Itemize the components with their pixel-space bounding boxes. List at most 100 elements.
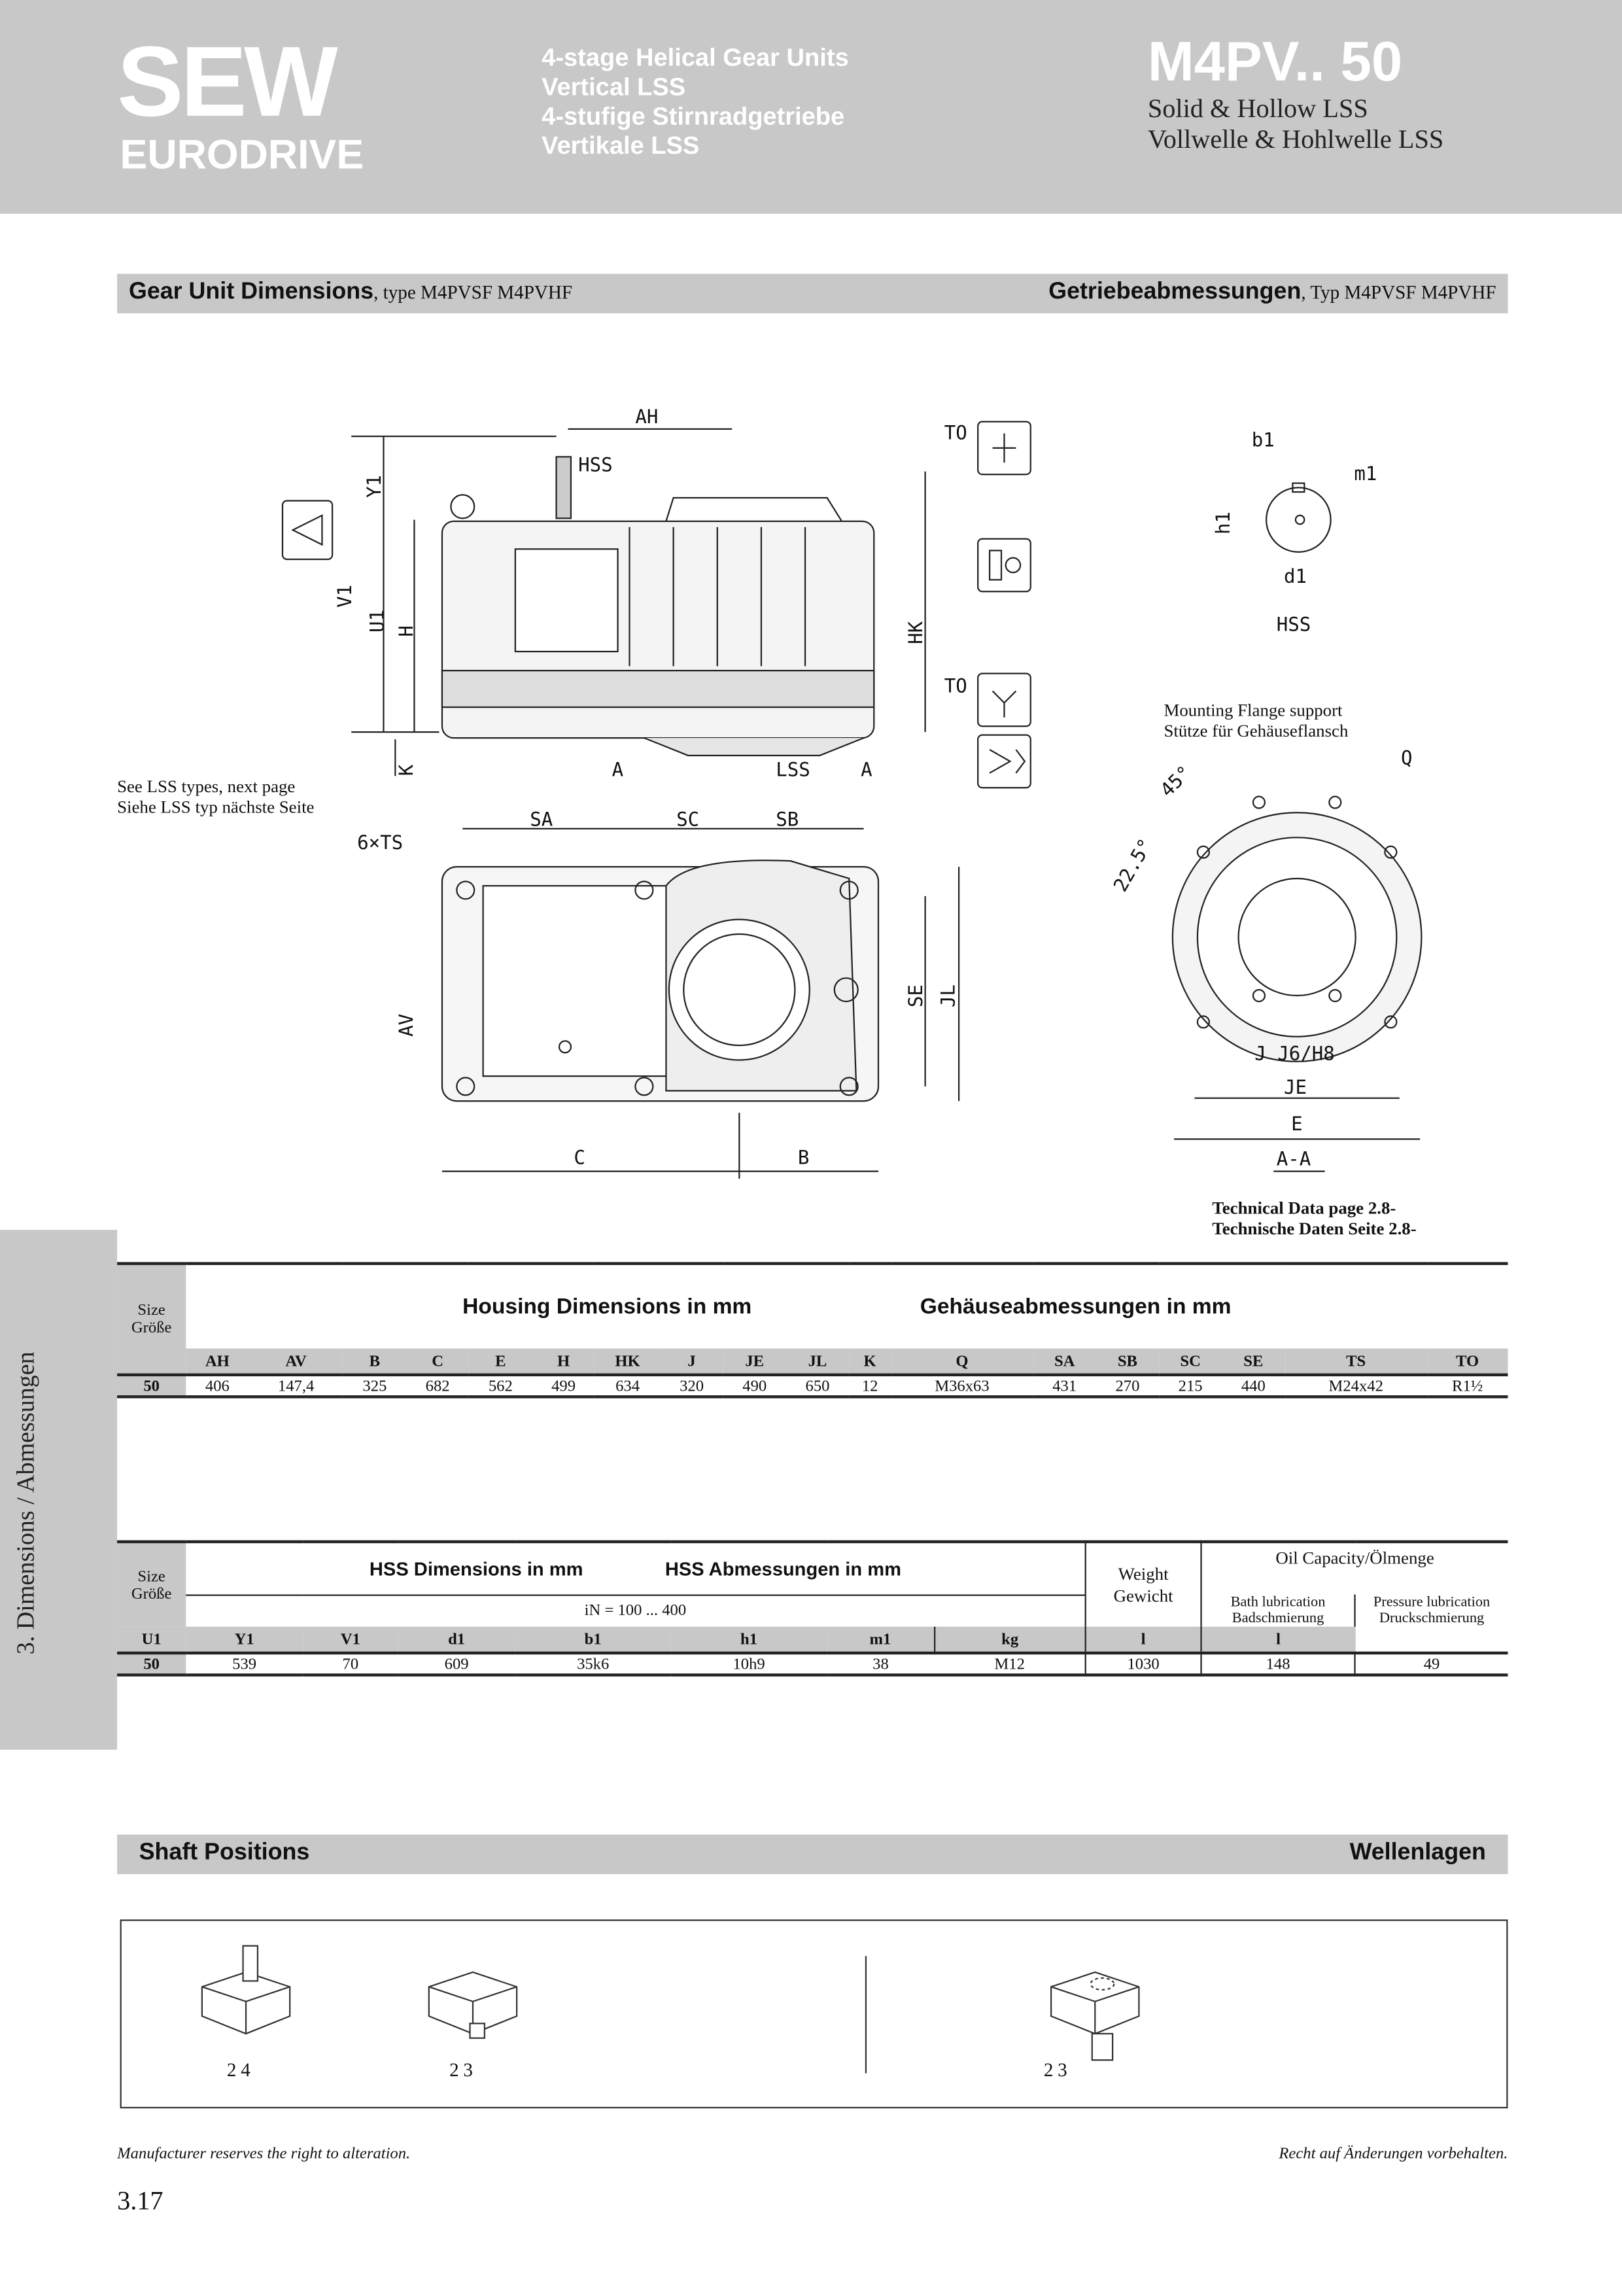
footer-disclaimer-en: Manufacturer reserves the right to alter… bbox=[117, 2145, 411, 2163]
hss-title-de: HSS Abmessungen in mm bbox=[664, 1557, 901, 1580]
size-label: Size bbox=[137, 1567, 165, 1585]
table-cell: 320 bbox=[680, 1377, 704, 1395]
column-header: SA bbox=[1054, 1352, 1075, 1370]
flange-note-en: Mounting Flange support bbox=[1164, 699, 1343, 721]
pressure-lubrication: Pressure lubrication bbox=[1373, 1594, 1491, 1611]
column-header: TO bbox=[1456, 1352, 1479, 1370]
side-tab bbox=[0, 1230, 118, 1750]
table-cell: 215 bbox=[1178, 1377, 1203, 1395]
column-header: AV bbox=[285, 1352, 307, 1370]
section-mark-A: A bbox=[612, 758, 624, 780]
table-cell: 148 bbox=[1200, 1653, 1355, 1675]
column-header: AH bbox=[205, 1352, 230, 1370]
page-number: 3.17 bbox=[117, 2185, 164, 2216]
table-cell: 10h9 bbox=[733, 1655, 765, 1673]
table-cell: 609 bbox=[444, 1655, 469, 1673]
lss-note-en: See LSS types, next page bbox=[117, 776, 296, 797]
column-header: C bbox=[432, 1352, 444, 1370]
column-header: HK bbox=[615, 1352, 640, 1370]
model-name: M4PV.. 50 bbox=[1147, 32, 1403, 94]
tech-data-ref: Technical Data page 2.8-Technische Daten… bbox=[1212, 1198, 1416, 1239]
dim-Y1: Y1 bbox=[363, 475, 385, 498]
column-header: SC bbox=[1180, 1352, 1201, 1370]
column-header: SB bbox=[1117, 1352, 1137, 1370]
pressure-lubrication-de: Druckschmierung bbox=[1379, 1610, 1485, 1627]
section-type-en: , type M4PVSF M4PVHF bbox=[373, 281, 573, 304]
dim-JL: JL bbox=[937, 984, 959, 1007]
shaft-position-23-hollow-icon bbox=[1050, 1971, 1140, 2061]
table-cell: 12 bbox=[861, 1377, 878, 1395]
bath-lubrication: Bath lubrication bbox=[1230, 1594, 1326, 1611]
housing-title-de: Gehäuseabmessungen in mm bbox=[920, 1294, 1232, 1319]
dim-m1: m1 bbox=[1354, 462, 1377, 485]
hss-title-en: HSS Dimensions in mm bbox=[369, 1557, 583, 1580]
column-header: Q bbox=[956, 1352, 969, 1370]
oil-level-symbol-icon bbox=[977, 538, 1031, 593]
size-value: 50 bbox=[117, 1653, 186, 1675]
tech-data-de: Technische Daten Seite 2.8- bbox=[1212, 1218, 1417, 1239]
column-header: U1 bbox=[141, 1630, 162, 1648]
table-cell: 682 bbox=[425, 1377, 450, 1395]
column-header: b1 bbox=[584, 1630, 602, 1648]
table-cell: 49 bbox=[1354, 1653, 1508, 1675]
dim-b1: b1 bbox=[1252, 429, 1275, 451]
section-title-de: Getriebeabmessungen bbox=[1048, 279, 1302, 305]
divider bbox=[865, 1956, 867, 2074]
section-type-de: , Typ M4PVSF M4PVHF bbox=[1301, 281, 1496, 304]
dim-HK: HK bbox=[905, 621, 927, 644]
table-cell: 406 bbox=[205, 1377, 230, 1395]
lss-note-de: Siehe LSS typ nächste Seite bbox=[117, 796, 315, 817]
table-cell: 562 bbox=[488, 1377, 513, 1395]
ratio-range: iN = 100 ... 400 bbox=[584, 1602, 687, 1620]
dim-Q: Q bbox=[1401, 746, 1413, 769]
table-cell: 325 bbox=[362, 1377, 387, 1395]
shaft-position-23-icon bbox=[428, 1971, 518, 2039]
column-header: m1 bbox=[869, 1630, 891, 1648]
dim-angle-45: 45° bbox=[1156, 761, 1196, 801]
footer-disclaimer-de: Recht auf Änderungen vorbehalten. bbox=[1279, 2145, 1508, 2163]
dim-H: H bbox=[395, 625, 417, 637]
tech-data-en: Technical Data page 2.8- bbox=[1212, 1197, 1396, 1219]
breather-symbol-icon bbox=[977, 734, 1031, 789]
column-header: l bbox=[1200, 1626, 1355, 1654]
column-header: SE bbox=[1243, 1352, 1264, 1370]
page-header bbox=[0, 0, 1622, 214]
column-header: J bbox=[687, 1352, 696, 1370]
title-line: Vertical LSS bbox=[542, 73, 686, 101]
dim-SA: SA bbox=[530, 808, 553, 830]
table-cell: 270 bbox=[1115, 1377, 1140, 1395]
dim-6xTS: 6×TS bbox=[357, 831, 403, 854]
table-cell: 147,4 bbox=[277, 1377, 315, 1395]
table-cell: 35k6 bbox=[577, 1655, 610, 1673]
table-cell: 634 bbox=[615, 1377, 640, 1395]
dim-AH: AH bbox=[635, 406, 658, 428]
oil-drain-symbol-icon bbox=[977, 672, 1031, 727]
column-header: l bbox=[1084, 1626, 1201, 1654]
dim-B: B bbox=[798, 1146, 810, 1168]
table-cell: 499 bbox=[551, 1377, 576, 1395]
column-header: h1 bbox=[740, 1630, 758, 1648]
side-tab-label: 3. Dimensions / Abmessungen bbox=[11, 1351, 40, 1655]
shaft-position-24-icon bbox=[201, 1945, 291, 2035]
dim-AV: AV bbox=[395, 1014, 417, 1037]
table-cell: 650 bbox=[805, 1377, 830, 1395]
dim-h1: h1 bbox=[1212, 512, 1234, 534]
dim-J: J J6/H8 bbox=[1254, 1043, 1335, 1065]
position-label: 23 bbox=[1043, 2059, 1072, 2081]
dim-HSS-label: HSS bbox=[1277, 614, 1311, 636]
hss-shaft-section bbox=[1266, 482, 1332, 553]
eurodrive-logo: EURODRIVE bbox=[120, 131, 364, 177]
sew-logo: SEW bbox=[117, 26, 338, 138]
title-line: 4-stufige Stirnradgetriebe bbox=[542, 102, 845, 131]
weight-label: Weight bbox=[1118, 1563, 1169, 1584]
table-cell: 490 bbox=[742, 1377, 767, 1395]
size-label-de: Größe bbox=[131, 1584, 172, 1603]
size-label-de: Größe bbox=[131, 1319, 172, 1337]
table-cell: R1½ bbox=[1452, 1377, 1483, 1395]
title-line: 4-stage Helical Gear Units bbox=[542, 44, 849, 72]
